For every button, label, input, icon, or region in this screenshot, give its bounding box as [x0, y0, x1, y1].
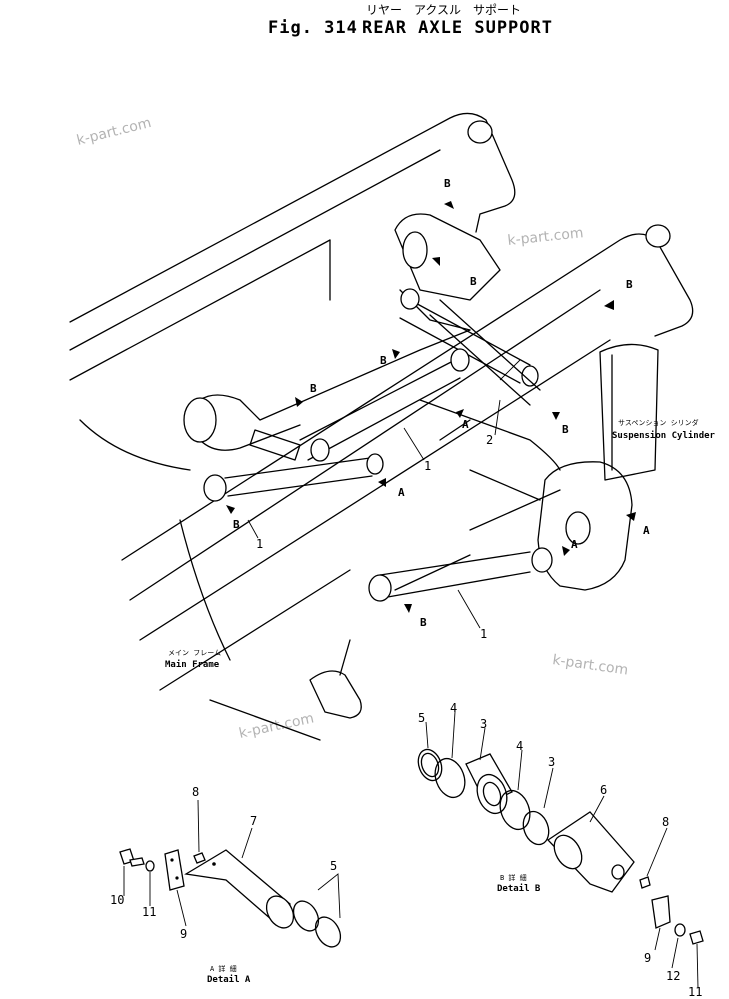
part-number: 1: [424, 459, 431, 473]
arrow-label-b: B: [470, 275, 477, 288]
arrow-label-a: A: [462, 418, 469, 431]
part-number: 2: [486, 433, 493, 447]
arrow-label-b: B: [380, 354, 387, 367]
main-frame-drawing: [69, 112, 694, 741]
watermark: k-part.com: [507, 225, 584, 249]
suspension-cylinder-label-jp: サスペンション シリンダ: [618, 418, 699, 427]
part-number: 9: [644, 951, 651, 965]
part-number: 6: [600, 783, 607, 797]
part-number: 11: [142, 905, 156, 919]
part-number: 1: [256, 537, 263, 551]
arrow-label-b: B: [626, 278, 633, 291]
detail-a-drawing: [119, 799, 342, 948]
detail-b-label-jp: B 詳 細: [500, 873, 527, 882]
detail-b-label: Detail B: [497, 883, 541, 894]
arrow-label-b: B: [562, 423, 569, 436]
watermark: k-part.com: [551, 652, 629, 678]
part-number: 11: [688, 985, 702, 999]
part-number: 4: [516, 739, 523, 753]
arrow-label-b: B: [310, 382, 317, 395]
arrow-label-b: B: [444, 177, 451, 190]
part-number: 5: [330, 859, 337, 873]
part-number: 12: [666, 969, 680, 983]
part-number: 8: [192, 785, 199, 799]
part-number: 3: [480, 717, 487, 731]
part-number: 7: [250, 814, 257, 828]
page-title: REAR AXLE SUPPORT: [362, 18, 553, 38]
suspension-cylinder-label: Suspension Cylinder: [612, 430, 716, 441]
title-japanese: リヤー アクスル サポート: [366, 3, 521, 17]
part-number: 8: [662, 815, 669, 829]
main-frame-label-jp: メイン フレーム: [168, 649, 221, 657]
detail-a-label: Detail A: [207, 974, 251, 985]
main-frame-label: Main Frame: [165, 659, 220, 670]
part-number: 3: [548, 755, 555, 769]
part-number: 4: [450, 701, 457, 715]
part-number: 9: [180, 927, 187, 941]
axle-housing-drawing: [183, 213, 659, 719]
watermark: k-part.com: [75, 115, 153, 149]
part-number: 1: [480, 627, 487, 641]
arrow-label-a: A: [643, 524, 650, 537]
arrow-label-a: A: [398, 486, 405, 499]
arrow-label-b: B: [420, 616, 427, 629]
arrow-label-a: A: [571, 538, 578, 551]
part-number: 5: [418, 711, 425, 725]
view-arrows: B B B B B B B B A A A A: [226, 177, 650, 629]
watermark: k-part.com: [238, 710, 316, 742]
link-rods: [203, 288, 553, 602]
leader-lines: [247, 359, 521, 629]
arrow-label-b: B: [233, 518, 240, 531]
detail-b-drawing: [417, 711, 704, 989]
figure-number: Fig. 314: [268, 18, 358, 38]
part-number: 10: [110, 893, 124, 907]
detail-a-label-jp: A 詳 細: [210, 964, 237, 973]
